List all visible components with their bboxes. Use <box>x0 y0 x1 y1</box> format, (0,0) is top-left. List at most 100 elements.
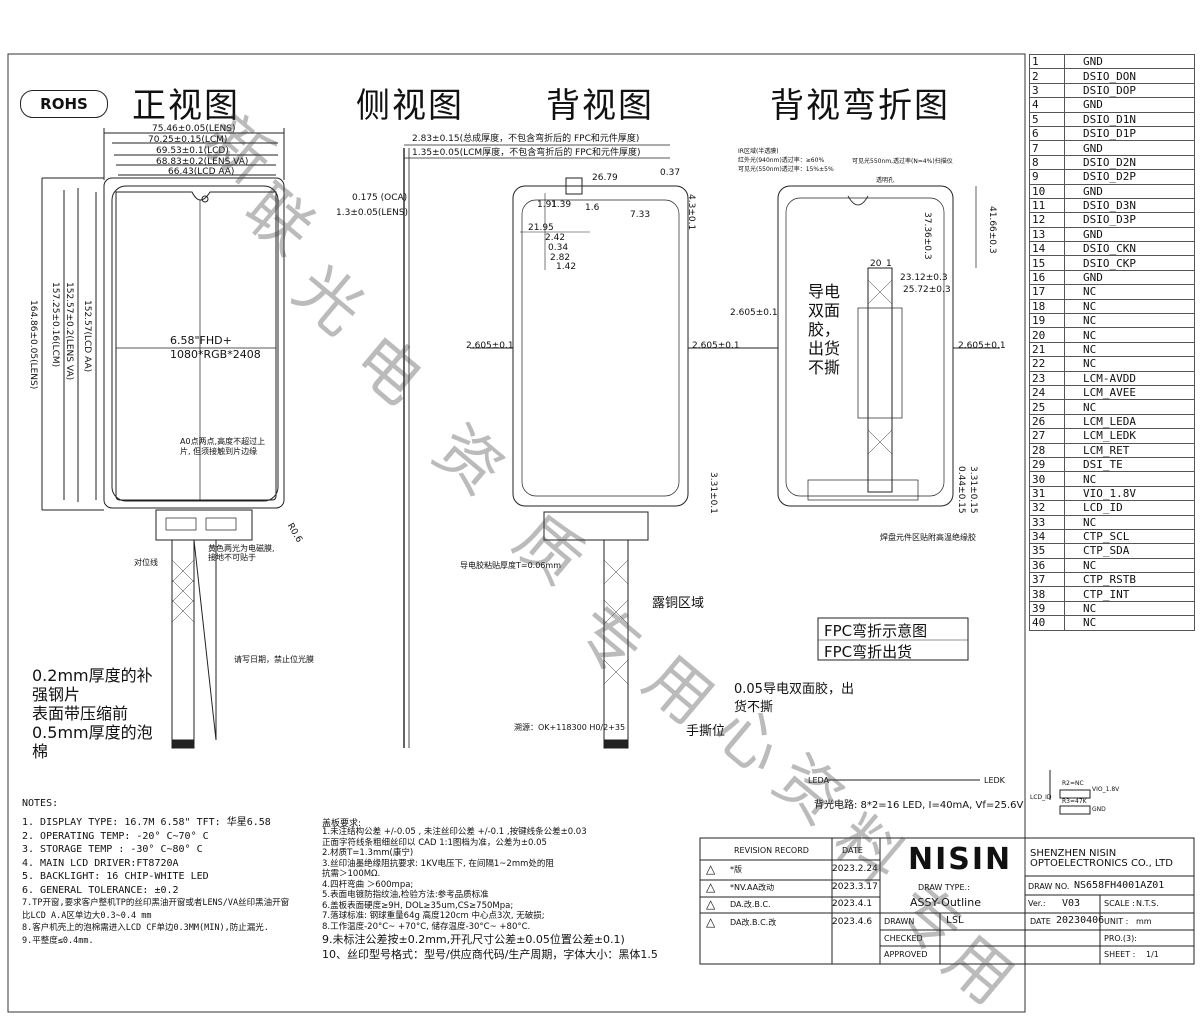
vio-label: VIO_1.8V <box>1092 786 1120 793</box>
pin-signal: NC <box>1064 471 1195 487</box>
revision-triangle-icon: △ <box>706 914 716 929</box>
dim-1-39: 1.39 <box>551 200 572 210</box>
dim-top-4-3: 4.3±0.1 <box>686 194 696 231</box>
dim-lens-va-width: 68.83±0.2(LENS VA) <box>156 157 249 167</box>
dim-2-82: 2.82 <box>550 253 571 263</box>
pro-label: PRO.(3): <box>1104 934 1137 943</box>
pin-signal: LCM_LEDK <box>1064 428 1195 444</box>
pin-signal: DSIO_D1N <box>1064 111 1195 127</box>
revision-record-header: REVISION RECORD <box>734 846 809 855</box>
side-view-title: 侧视图 <box>356 86 464 126</box>
note-item: 7.TP开窗,要求客户整机TP的丝印黑油开窗或者LENS/VA丝印黑油开窗 <box>22 898 290 908</box>
dim-21-95: 21.95 <box>528 223 554 233</box>
revision-date: 2023.4.1 <box>832 899 873 909</box>
cover-item: 4.四杆弯曲 ＞600mpa; <box>322 879 414 890</box>
pin-signal: GND <box>1064 269 1195 286</box>
gnd-label: GND <box>1092 806 1106 813</box>
cover-item-10: 10、丝印型号格式：型号/供应商代码/生产周期，字体大小：黑体1.5 <box>322 948 658 961</box>
ver-value: V03 <box>1062 898 1081 909</box>
unit-value: mm <box>1136 917 1152 926</box>
pin-signal: LCM-AVDD <box>1064 370 1195 386</box>
pin-signal: NC <box>1064 557 1195 574</box>
dim-26-79: 26.79 <box>592 173 618 183</box>
dim-1-6: 1.6 <box>585 203 600 213</box>
notes-title: NOTES: <box>22 798 59 809</box>
front-view-title: 正视图 <box>132 86 240 126</box>
ver-label: Ver.: <box>1028 899 1046 908</box>
backlight-circuit-label: 背光电路: 8*2=16 LED, I=40mA, Vf=25.6V <box>814 800 1024 811</box>
pin-number: 36 <box>1029 557 1065 574</box>
pin-number: 6 <box>1029 125 1065 142</box>
dim-total-thickness: 2.83±0.15(总成厚度，不包含弯折后的 FPC和元件厚度) <box>412 134 640 144</box>
pin-number: 4 <box>1029 97 1065 113</box>
pin-signal: GND <box>1064 97 1195 113</box>
pin-number: 30 <box>1029 471 1065 487</box>
fpc-note-2: 接地不可贴于 <box>208 553 256 562</box>
note-item: 4. MAIN LCD DRIVER:FT8720A <box>22 857 179 869</box>
pin-number: 19 <box>1029 313 1065 329</box>
rohs-badge: ROHS <box>20 90 108 118</box>
pin-signal: CTP_INT <box>1064 586 1195 602</box>
pin-number: 22 <box>1029 356 1065 372</box>
pin-signal: NC <box>1064 356 1195 372</box>
pin-signal: LCM_RET <box>1064 442 1195 458</box>
notes-list: 1. DISPLAY TYPE: 16.7M 6.58" TFT: 华星6.58… <box>22 816 289 947</box>
draw-no-value: NS658FH4001AZ01 <box>1074 880 1165 891</box>
pin-number: 7 <box>1029 140 1065 156</box>
pin-number: 37 <box>1029 572 1065 588</box>
copper-area-label: 露铜区域 <box>652 596 705 611</box>
dim-7-33: 7.33 <box>630 210 651 220</box>
pin-signal: DSIO_D3P <box>1064 212 1195 228</box>
dim-25-72: 25.72±0.3 <box>903 285 951 295</box>
pin-number: 17 <box>1029 284 1065 300</box>
tape-thickness-note: 导电胶粘贴厚度T=0.06mm <box>460 561 561 570</box>
dim-1-42: 1.42 <box>556 262 577 272</box>
fpc-bend-diagram-label: FPC弯折示意图 <box>824 622 928 640</box>
pin-number: 27 <box>1029 428 1065 444</box>
cover-item: 6.盖板表面硬度≥9H, DOL≥35um,CS≥750Mpa; <box>322 900 514 911</box>
cover-item-9: 9.未标注公差按±0.2mm,开孔尺寸公差±0.05位置公差±0.1) <box>322 933 625 946</box>
pin-signal: NC <box>1064 615 1195 631</box>
pin-signal: DSIO_DOP <box>1064 82 1195 99</box>
cover-title: 盖板要求: <box>322 819 362 829</box>
pin-signal: CTP_SDA <box>1064 543 1195 559</box>
revision-date: 2023.4.6 <box>832 916 873 927</box>
pin-number: 31 <box>1029 485 1065 502</box>
dim-lcd-aa-width: 66.43(LCD AA) <box>168 167 235 177</box>
pin-signal: CTP_SCL <box>1064 528 1195 545</box>
pin-number: 33 <box>1029 514 1065 530</box>
lcd-id-label: LCD_ID <box>1030 794 1052 801</box>
tape-05-label: 0.05导电双面胶，出 <box>734 682 854 697</box>
dim-lens-va-height: 152.57±0.2(LENS VA) <box>64 282 74 381</box>
dim-lens-thickness: 1.3±0.05(LENS) <box>336 208 409 218</box>
dim-back-side-left: 2.605±0.1 <box>466 341 514 351</box>
pin-signal: NC <box>1064 514 1195 530</box>
revision-desc: *NV.AA改动 <box>730 882 775 892</box>
drawn-value: LSL <box>946 915 965 926</box>
dim-lens-width: 75.46±0.05(LENS) <box>152 124 236 134</box>
pin-signal: GND <box>1064 140 1195 156</box>
display-resolution: 1080*RGB*2408 <box>170 348 261 361</box>
pin-number: 28 <box>1029 442 1065 458</box>
dim-bend-side-left: 2.605±0.1 <box>730 308 778 318</box>
approved-label: APPROVED <box>884 950 928 959</box>
dim-2-42: 2.42 <box>545 233 566 243</box>
pin-number: 15 <box>1029 255 1065 271</box>
dim-bend-side-right: 2.605±0.1 <box>958 341 1006 351</box>
sheet-label: SHEET : <box>1104 950 1136 959</box>
cover-item: 抗需＞100MΩ. <box>322 869 381 879</box>
